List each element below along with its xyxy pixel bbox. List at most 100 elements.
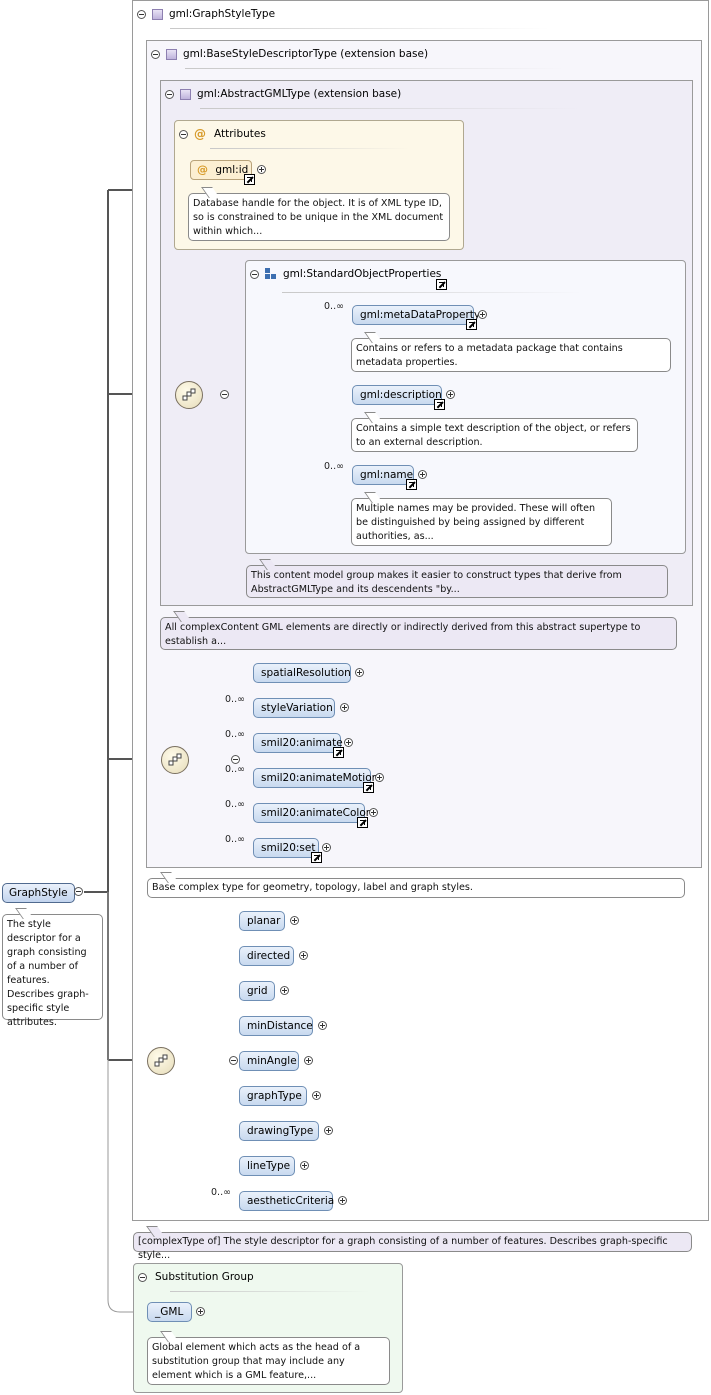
expand-icon[interactable] bbox=[446, 390, 455, 399]
collapse-root-icon[interactable] bbox=[74, 887, 83, 896]
reference-arrow-icon[interactable] bbox=[311, 852, 322, 863]
attribute-gml-id-label: gml:id bbox=[215, 164, 249, 176]
standard-object-properties-title: gml:StandardObjectProperties bbox=[283, 268, 442, 280]
element-label: grid bbox=[247, 985, 268, 997]
sequence-compositor-icon[interactable] bbox=[175, 381, 203, 409]
expand-icon[interactable] bbox=[369, 808, 378, 817]
element-gml-description[interactable]: gml:description bbox=[352, 385, 442, 405]
element-label: drawingType bbox=[247, 1125, 314, 1137]
collapse-icon[interactable] bbox=[151, 49, 160, 59]
expand-icon[interactable] bbox=[318, 1021, 327, 1030]
expand-icon[interactable] bbox=[196, 1307, 205, 1316]
doc-text: Base complex type for geometry, topology… bbox=[152, 882, 473, 893]
expand-icon[interactable] bbox=[340, 703, 349, 712]
sequence-compositor-icon[interactable] bbox=[147, 1047, 175, 1075]
element-gml-name[interactable]: gml:name bbox=[352, 465, 414, 485]
element-graphtype[interactable]: graphType bbox=[239, 1086, 307, 1106]
abstract-gml-type-title: gml:AbstractGMLType (extension base) bbox=[197, 88, 402, 100]
element-mindistance[interactable]: minDistance bbox=[239, 1016, 313, 1036]
expand-icon[interactable] bbox=[257, 165, 266, 174]
element-spatialresolution[interactable]: spatialResolution bbox=[253, 663, 351, 683]
collapse-icon[interactable] bbox=[220, 390, 230, 399]
element-label: minAngle bbox=[247, 1055, 297, 1067]
element-minangle[interactable]: minAngle bbox=[239, 1051, 299, 1071]
collapse-icon[interactable] bbox=[250, 269, 259, 279]
element-linetype[interactable]: lineType bbox=[239, 1156, 295, 1176]
reference-arrow-icon[interactable] bbox=[333, 747, 344, 758]
collapse-icon[interactable] bbox=[229, 1056, 239, 1065]
reference-arrow-icon[interactable] bbox=[406, 479, 417, 490]
expand-icon[interactable] bbox=[355, 668, 364, 677]
expand-icon[interactable] bbox=[290, 916, 299, 925]
attribute-icon: @ bbox=[194, 127, 206, 141]
element-label: smil20:animateColor bbox=[261, 807, 371, 819]
gml-id-documentation: Database handle for the object. It is of… bbox=[188, 187, 450, 241]
element-smil20-animatemotion[interactable]: smil20:animateMotion bbox=[253, 768, 378, 788]
reference-arrow-icon[interactable] bbox=[363, 782, 374, 793]
element-label: gml:metaDataProperty bbox=[360, 309, 481, 321]
doc-text: [complexType of] The style descriptor fo… bbox=[138, 1236, 668, 1261]
group-icon bbox=[265, 268, 277, 280]
element-gml-metadataproperty[interactable]: gml:metaDataProperty bbox=[352, 305, 480, 325]
name-documentation: Multiple names may be provided. These wi… bbox=[351, 492, 612, 546]
reference-arrow-icon[interactable] bbox=[436, 279, 447, 290]
element-label: smil20:animateMotion bbox=[261, 772, 379, 784]
attributes-title: Attributes bbox=[214, 128, 266, 140]
attribute-gml-id[interactable]: @ gml:id bbox=[190, 160, 252, 180]
expand-icon[interactable] bbox=[312, 1091, 321, 1100]
root-documentation: The style descriptor for a graph consist… bbox=[2, 908, 103, 1028]
collapse-icon[interactable] bbox=[165, 89, 174, 99]
attributes-header: @ Attributes bbox=[179, 127, 266, 141]
doc-text: Contains or refers to a metadata package… bbox=[356, 343, 623, 368]
expand-icon[interactable] bbox=[375, 773, 384, 782]
doc-text: Multiple names may be provided. These wi… bbox=[356, 503, 596, 542]
graph-style-type-documentation: [complexType of] The style descriptor fo… bbox=[133, 1226, 692, 1261]
element-stylevariation[interactable]: styleVariation bbox=[253, 698, 335, 718]
expand-icon[interactable] bbox=[280, 986, 289, 995]
sequence-compositor-icon[interactable] bbox=[161, 746, 189, 774]
expand-icon[interactable] bbox=[299, 951, 308, 960]
doc-text: This content model group makes it easier… bbox=[251, 570, 622, 595]
expand-icon[interactable] bbox=[304, 1056, 313, 1065]
substitution-group-header: Substitution Group bbox=[138, 1271, 254, 1283]
metadataproperty-documentation: Contains or refers to a metadata package… bbox=[351, 332, 671, 372]
element-label: _GML bbox=[155, 1306, 184, 1318]
complex-type-icon bbox=[152, 8, 163, 20]
expand-icon[interactable] bbox=[322, 843, 331, 852]
occurrence-label: 0..∞ bbox=[324, 301, 344, 312]
expand-icon[interactable] bbox=[300, 1161, 309, 1170]
reference-arrow-icon[interactable] bbox=[434, 399, 445, 410]
element-drawingtype[interactable]: drawingType bbox=[239, 1121, 319, 1141]
element-aestheticcriteria[interactable]: aestheticCriteria bbox=[239, 1191, 334, 1211]
element-smil20-animate[interactable]: smil20:animate bbox=[253, 733, 343, 753]
element-planar[interactable]: planar bbox=[239, 911, 285, 931]
collapse-icon[interactable] bbox=[179, 129, 188, 139]
element-grid[interactable]: grid bbox=[239, 981, 275, 1001]
root-element-graphstyle[interactable]: GraphStyle bbox=[2, 883, 75, 903]
occurrence-label: 0..∞ bbox=[324, 461, 344, 472]
abstract-gml-type-header: gml:AbstractGMLType (extension base) bbox=[165, 88, 401, 100]
doc-text: Contains a simple text description of th… bbox=[356, 423, 631, 448]
expand-icon[interactable] bbox=[338, 1196, 347, 1205]
expand-icon[interactable] bbox=[324, 1126, 333, 1135]
expand-icon[interactable] bbox=[344, 738, 353, 747]
collapse-icon[interactable] bbox=[138, 1272, 147, 1282]
element-smil20-animatecolor[interactable]: smil20:animateColor bbox=[253, 803, 370, 823]
root-element-label: GraphStyle bbox=[9, 887, 68, 899]
expand-icon[interactable] bbox=[478, 310, 487, 319]
element-label: graphType bbox=[247, 1090, 302, 1102]
reference-arrow-icon[interactable] bbox=[466, 319, 477, 330]
collapse-icon[interactable] bbox=[137, 9, 146, 19]
doc-text: All complexContent GML elements are dire… bbox=[165, 622, 641, 647]
element-gml-head[interactable]: _GML bbox=[147, 1302, 192, 1322]
reference-arrow-icon[interactable] bbox=[244, 174, 255, 185]
occurrence-label: 0..∞ bbox=[225, 694, 245, 705]
collapse-icon[interactable] bbox=[231, 755, 241, 764]
element-label: gml:name bbox=[360, 469, 414, 481]
base-style-descriptor-header: gml:BaseStyleDescriptorType (extension b… bbox=[151, 48, 428, 60]
element-smil20-set[interactable]: smil20:set bbox=[253, 838, 319, 858]
element-directed[interactable]: directed bbox=[239, 946, 294, 966]
reference-arrow-icon[interactable] bbox=[357, 817, 368, 828]
expand-icon[interactable] bbox=[418, 470, 427, 479]
occurrence-label: 0..∞ bbox=[211, 1187, 231, 1198]
